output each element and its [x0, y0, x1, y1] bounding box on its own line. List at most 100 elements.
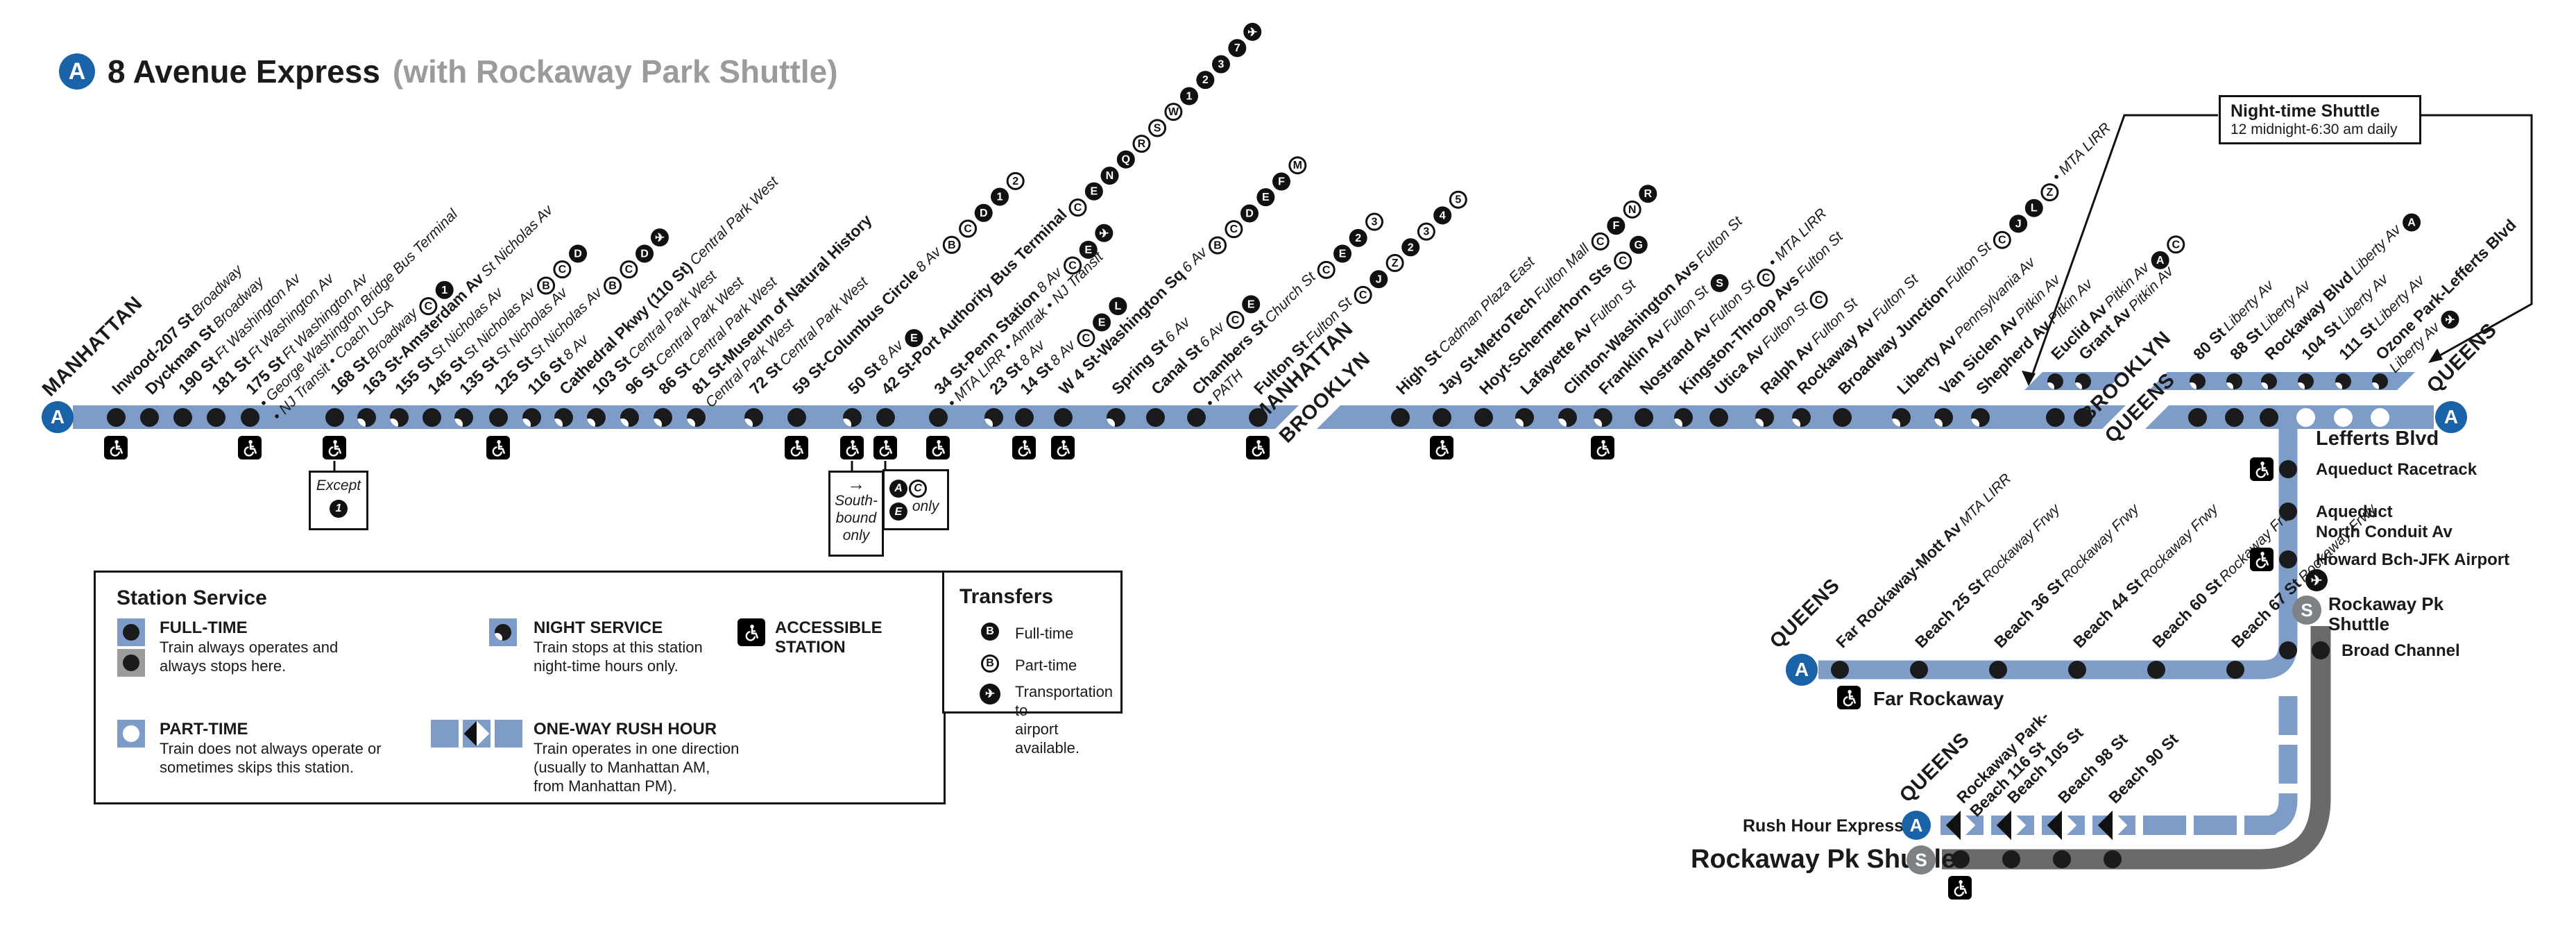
transfer-bullet-B: B — [603, 276, 622, 295]
station-dot-full — [489, 408, 508, 427]
accessible-icon — [785, 436, 808, 459]
night-shuttle-stop-dot — [2226, 373, 2242, 389]
transfer-bullet-J: J — [2008, 214, 2027, 233]
station-dot-part — [2371, 408, 2389, 427]
station-dot-night — [1934, 408, 1953, 427]
station-dot-night — [390, 408, 409, 427]
transfer-bullet-C: C — [1317, 260, 1336, 279]
transfer-bullet-C: C — [1068, 198, 1087, 217]
transfer-bullet-E: E — [1079, 240, 1098, 259]
transfer-bullet-E: E — [889, 503, 907, 521]
transfer-bullet-L: L — [2024, 199, 2043, 217]
transfer-bullet-D: D — [974, 203, 993, 222]
vertical-branch-station-dot — [2279, 641, 2297, 659]
transfer-fulltime-label: Full-time — [1015, 625, 1074, 642]
transfer-bullet-C: C — [2166, 235, 2185, 253]
transfer-bullet-C: C — [1226, 310, 1245, 329]
rush-hour-dash — [2143, 816, 2186, 835]
station-dot-full — [1833, 408, 1852, 427]
transfer-bullet-A: A — [889, 479, 907, 498]
accessible-icon — [1012, 436, 1036, 459]
parttime-swatch-icon — [117, 720, 145, 748]
accessible-icon — [1246, 436, 1270, 459]
transfer-bullet-B: B — [1208, 235, 1227, 254]
station-dot-full — [1433, 408, 1451, 427]
transfer-bullet-E: E — [1092, 312, 1111, 331]
night-shuttle-stop-dot — [2261, 373, 2277, 389]
night-shuttle-stop-dot — [2075, 373, 2091, 389]
transfers-legend: Transfers B Full-time B Part-time ✈ Tran… — [942, 571, 1123, 757]
far-rockaway-station-dot — [1831, 661, 1849, 679]
station-dot-full — [2260, 408, 2278, 427]
far-rockaway-terminal-label: Far Rockaway — [1873, 688, 2004, 709]
oneway-desc-2: (usually to Manhattan AM, — [534, 759, 710, 776]
transfer-bullet-3: 3 — [1365, 212, 1383, 231]
station-dot-part — [2334, 408, 2353, 427]
transfer-bullet-D: D — [635, 244, 654, 263]
night-shuttle-left-connector — [2030, 114, 2218, 378]
rush-hour-dash — [2194, 816, 2237, 835]
transfer-bullet-1: 1 — [990, 187, 1009, 206]
station-dot-full — [1015, 408, 1034, 427]
station-dot-full — [140, 408, 159, 427]
transfer-bullet-C: C — [1809, 290, 1828, 309]
transfer-bullet-Z: Z — [1385, 253, 1404, 272]
oneway-desc-3: from Manhattan PM). — [534, 777, 677, 795]
transfer-bullet-D: D — [568, 244, 587, 263]
rush-hour-dashed-line — [2248, 696, 2298, 835]
station-dot-full — [1054, 408, 1073, 427]
station-dot-full — [423, 408, 441, 427]
night-shuttle-subtitle: 12 midnight-6:30 am daily — [2230, 121, 2398, 137]
transfer-bullet-N: N — [1622, 200, 1641, 219]
rockaway-park-station-dot — [2002, 850, 2020, 868]
transfer-bullet-S: S — [1148, 118, 1167, 137]
transfer-bullet-2: 2 — [1349, 228, 1367, 247]
rockaway-park-station-dot — [2053, 850, 2071, 868]
fulltime-desc-1: Train always operates and — [160, 639, 339, 656]
rockaway-pk-shuttle-s-bullet: S — [1907, 845, 1936, 875]
transfer-bullet-C: C — [1757, 268, 1775, 287]
fulltime-gray-swatch-icon — [117, 649, 145, 677]
station-dot-night — [843, 408, 862, 427]
transfer-bullet-F: F — [1607, 216, 1626, 235]
transfer-bullet-G: G — [1629, 235, 1648, 254]
transfer-bullet-3: 3 — [1211, 54, 1230, 73]
transfer-bullet-C: C — [1591, 232, 1610, 251]
airport-icon: ✈ — [2440, 310, 2459, 329]
accessible-icon — [2250, 457, 2274, 481]
transfer-bullet-E: E — [1084, 182, 1103, 201]
parttime-label: PART-TIME — [160, 720, 248, 738]
transfer-bullet-R: R — [1132, 134, 1151, 153]
night-shuttle-stop-dot — [2335, 373, 2351, 389]
rockaway-pk-shuttle-s-bullet: S — [2292, 596, 2321, 625]
station-dot-full — [2046, 408, 2065, 427]
station-dot-full — [2188, 408, 2207, 427]
station-dot-full — [1249, 408, 1268, 427]
airport-desc-2: airport available. — [1015, 720, 1080, 757]
page-title: A 8 Avenue Express (with Rockaway Park S… — [59, 53, 838, 90]
far-rockaway-terminal-a-bullet: A — [1786, 654, 1818, 686]
accessible-icon — [2250, 548, 2274, 571]
transfer-bullet-A: A — [2402, 213, 2421, 232]
transfer-bullet-L: L — [1108, 297, 1127, 316]
vertical-branch-station-label: Aqueduct Racetrack — [2316, 460, 2477, 479]
station-dot-full — [2074, 408, 2092, 427]
night-service-desc-1: Train stops at this station — [534, 639, 703, 656]
night-service-swatch-icon — [489, 618, 517, 646]
night-service-label: NIGHT SERVICE — [534, 618, 663, 637]
accessible-icon — [238, 436, 262, 459]
oneway-diamond-swatch-icon — [463, 720, 491, 748]
rockaway-park-station-dot — [2104, 850, 2122, 868]
accessible-label-1: ACCESSIBLE — [775, 618, 882, 637]
vertical-branch-station-label: Broad Channel — [2342, 641, 2460, 660]
fulltime-label: FULL-TIME — [160, 618, 248, 637]
transfer-bullet-J: J — [1369, 269, 1388, 288]
far-rockaway-station-dot — [2147, 661, 2165, 679]
night-shuttle-stop-dot — [2047, 373, 2063, 389]
shuttle-twin-station-dot — [2312, 641, 2330, 659]
lefferts-blvd-label: Lefferts Blvd — [2316, 428, 2439, 450]
terminal-a-bullet-right: A — [2435, 401, 2467, 433]
